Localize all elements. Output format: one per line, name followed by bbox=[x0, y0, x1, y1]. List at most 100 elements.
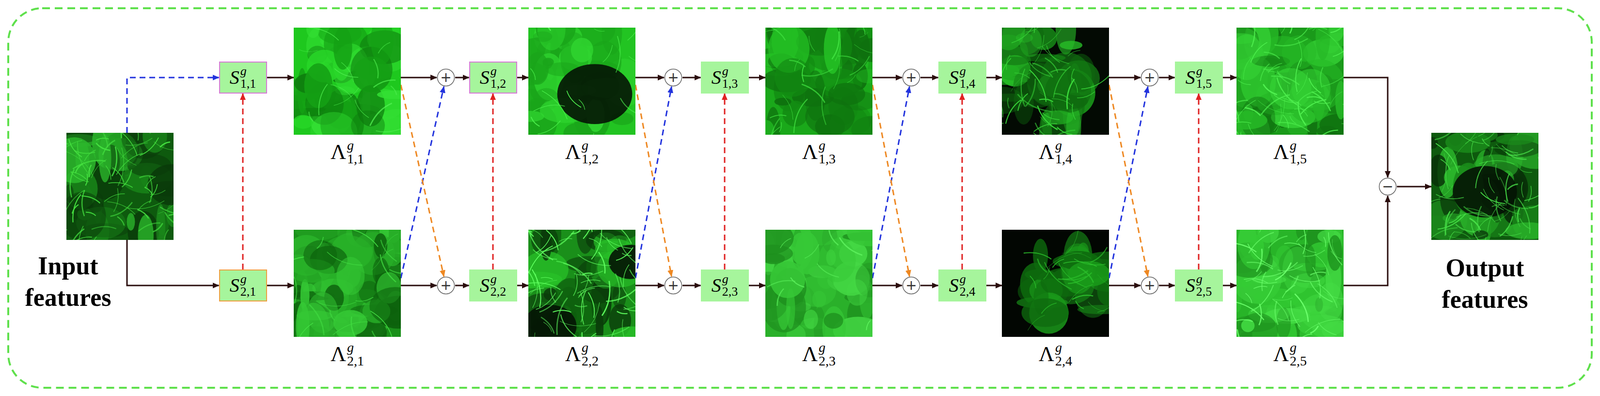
feature-map-texture bbox=[127, 200, 165, 209]
feature-map-texture bbox=[1259, 229, 1263, 233]
feature-map-texture bbox=[838, 56, 859, 62]
feature-map-texture bbox=[1041, 302, 1057, 314]
sum-node: + bbox=[902, 276, 921, 295]
feature-map-texture bbox=[1285, 84, 1288, 100]
feature-map-texture bbox=[119, 132, 155, 134]
feature-map-texture bbox=[85, 173, 88, 186]
feature-map-texture bbox=[308, 27, 339, 41]
feature-map: Λg1,5 bbox=[1236, 27, 1344, 135]
feature-map-texture bbox=[1047, 253, 1082, 268]
feature-map-texture bbox=[860, 27, 865, 35]
feature-map-texture bbox=[1236, 100, 1256, 130]
feature-map-texture bbox=[801, 84, 825, 103]
feature-map-texture bbox=[828, 230, 839, 246]
feature-map-texture bbox=[1295, 58, 1301, 93]
feature-map-texture bbox=[375, 125, 401, 132]
feature-map-texture bbox=[557, 63, 633, 125]
feature-map-texture bbox=[1332, 38, 1344, 57]
flow-arrow bbox=[455, 77, 470, 79]
flow-arrow bbox=[724, 93, 726, 270]
feature-map-texture bbox=[1318, 322, 1337, 335]
feature-map-texture bbox=[592, 133, 601, 135]
flow-arrow bbox=[1158, 285, 1175, 287]
feature-map-texture bbox=[147, 132, 152, 134]
feature-map-texture bbox=[333, 87, 360, 106]
feature-map-texture bbox=[1285, 275, 1299, 292]
feature-map-texture bbox=[1438, 185, 1453, 198]
feature-map-texture bbox=[1502, 145, 1519, 154]
feature-map-texture bbox=[1305, 319, 1341, 333]
s-block: Sg2,1 bbox=[219, 269, 268, 302]
feature-map-texture bbox=[621, 253, 632, 256]
feature-map-texture bbox=[1023, 252, 1052, 259]
feature-map-texture bbox=[765, 30, 777, 43]
feature-map-image bbox=[1001, 229, 1109, 337]
feature-map-texture bbox=[803, 309, 818, 330]
feature-map-texture bbox=[1518, 198, 1530, 234]
feature-map-texture bbox=[1496, 143, 1524, 159]
feature-map-texture bbox=[1029, 69, 1046, 102]
feature-map-texture bbox=[1001, 99, 1003, 118]
feature-map-texture bbox=[72, 237, 92, 240]
feature-map-texture bbox=[369, 103, 392, 127]
feature-map-texture bbox=[373, 79, 396, 88]
feature-map-texture bbox=[812, 290, 827, 308]
symbol-text: S bbox=[711, 275, 722, 296]
feature-map-texture bbox=[1043, 267, 1050, 280]
feature-map-texture bbox=[1322, 290, 1344, 300]
feature-map-texture bbox=[805, 97, 855, 135]
feature-map-texture bbox=[618, 238, 636, 268]
feature-map-texture bbox=[588, 292, 595, 318]
feature-map-texture bbox=[839, 237, 863, 256]
feature-map-texture bbox=[598, 252, 605, 274]
feature-map-texture bbox=[121, 169, 132, 188]
feature-map-texture bbox=[822, 86, 826, 126]
feature-map-texture bbox=[77, 141, 88, 174]
feature-map-texture bbox=[355, 297, 374, 301]
feature-map-texture bbox=[121, 142, 148, 159]
io-label: Output features bbox=[1436, 252, 1534, 316]
feature-map-texture bbox=[866, 320, 871, 331]
s-block: Sg2,5 bbox=[1174, 269, 1223, 302]
feature-map-texture bbox=[1521, 181, 1524, 198]
feature-map-texture bbox=[1253, 288, 1300, 309]
flow-arrow bbox=[455, 285, 470, 287]
operator-sign: + bbox=[1143, 278, 1156, 293]
feature-map-texture bbox=[1067, 261, 1109, 287]
superscript-text: g bbox=[347, 138, 365, 153]
feature-map-texture bbox=[1236, 242, 1257, 253]
feature-map-texture bbox=[354, 99, 369, 118]
feature-map-texture bbox=[111, 146, 117, 177]
feature-map-texture bbox=[334, 68, 359, 78]
feature-map-texture bbox=[105, 165, 111, 180]
feature-map-texture bbox=[1067, 50, 1081, 57]
feature-map-texture bbox=[530, 68, 536, 80]
sum-node: + bbox=[664, 68, 683, 87]
operator-sign: − bbox=[1381, 179, 1394, 194]
feature-map-texture bbox=[533, 31, 553, 43]
feature-map-texture bbox=[1031, 34, 1045, 66]
feature-map-texture bbox=[608, 244, 636, 280]
feature-map-texture bbox=[69, 193, 93, 211]
feature-map-texture bbox=[1454, 231, 1471, 239]
flow-arrow bbox=[242, 93, 244, 270]
feature-map-texture bbox=[576, 229, 594, 254]
flow-arrow bbox=[126, 239, 220, 286]
feature-map-texture bbox=[1495, 163, 1500, 180]
s-block: Sg1,1 bbox=[219, 61, 268, 94]
feature-map-texture bbox=[601, 281, 610, 317]
feature-map-texture bbox=[769, 114, 787, 118]
feature-map-texture bbox=[1289, 116, 1297, 125]
feature-map-texture bbox=[1308, 27, 1328, 30]
feature-map-texture bbox=[1489, 146, 1493, 158]
superscript-text: g bbox=[490, 272, 507, 286]
feature-map-image bbox=[765, 229, 873, 337]
feature-map-texture bbox=[536, 235, 552, 253]
feature-map-texture bbox=[859, 31, 869, 38]
feature-map-texture bbox=[1050, 69, 1066, 73]
subscript-text: 2,2 bbox=[581, 354, 599, 368]
feature-map-texture bbox=[854, 44, 873, 54]
feature-map-texture bbox=[847, 74, 856, 83]
symbol-text: Λ bbox=[802, 343, 818, 365]
feature-map-texture bbox=[570, 230, 581, 234]
